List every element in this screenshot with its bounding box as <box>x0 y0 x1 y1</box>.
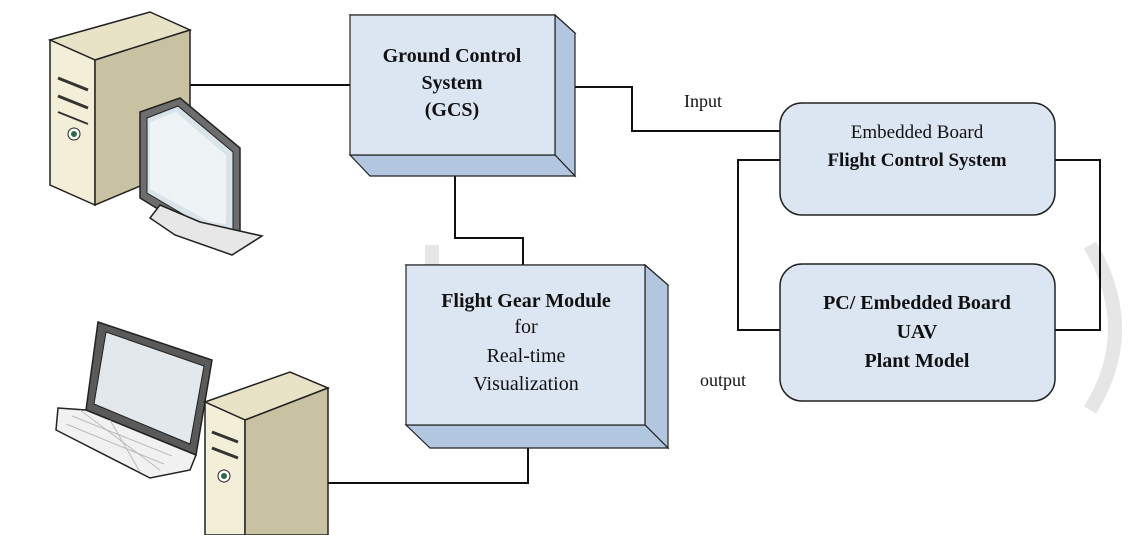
gcs-title-line1: Ground Control <box>383 45 522 67</box>
laptop-computer-icon <box>55 321 213 479</box>
gcs-box: Ground Control System (GCS) <box>348 13 577 178</box>
plant-line1: PC/ Embedded Board <box>823 292 1011 314</box>
flight-gear-box: Flight Gear Module for Real-time Visuali… <box>404 263 670 450</box>
plant-model-box: PC/ Embedded Board UAV Plant Model <box>779 263 1056 402</box>
fcs-box: Embedded Board Flight Control System <box>779 102 1056 216</box>
plant-line2: UAV <box>897 321 938 343</box>
line-fcs-plant-right <box>1055 159 1101 331</box>
connector-lines <box>180 84 1101 484</box>
flight-gear-line4: Visualization <box>473 373 578 395</box>
plant-line3: Plant Model <box>865 350 970 372</box>
gcs-title-line3: (GCS) <box>425 99 479 121</box>
line-flightgear-tower <box>300 445 529 484</box>
line-gcs-fcs-input <box>572 86 780 132</box>
flight-gear-line2: for <box>514 316 538 338</box>
gcs-title-line2: System <box>421 72 482 94</box>
fcs-line1: Embedded Board <box>851 122 984 143</box>
fcs-line2: Flight Control System <box>827 150 1006 171</box>
input-label: Input <box>684 91 722 111</box>
tower-computer-icon <box>202 371 331 535</box>
desktop-computer-icon <box>47 11 264 256</box>
line-fcs-plant-left <box>737 159 780 331</box>
output-label: output <box>700 370 746 390</box>
flight-gear-line3: Real-time <box>487 345 566 367</box>
flight-gear-line1: Flight Gear Module <box>441 290 611 312</box>
line-gcs-flightgear <box>454 155 524 265</box>
